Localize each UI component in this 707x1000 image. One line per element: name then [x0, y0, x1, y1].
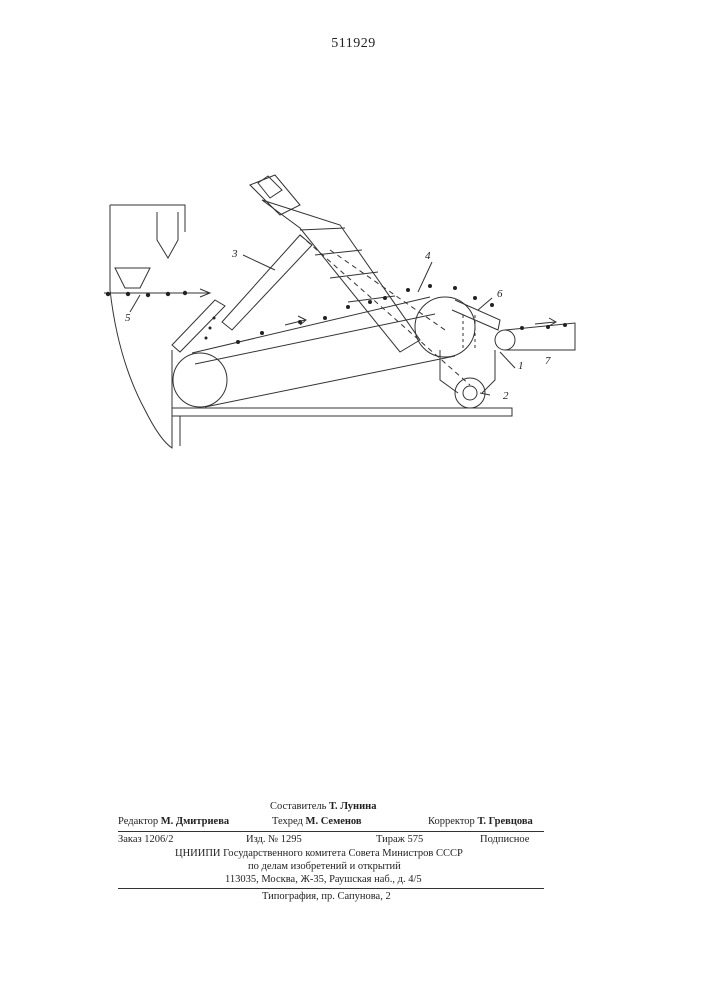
techred-name: М. Семенов [306, 816, 362, 827]
techred-label: Техред [272, 816, 303, 827]
compiler-line: Составитель Т. Лунина [270, 801, 376, 812]
editor-label: Редактор [118, 816, 158, 827]
corrector-label: Корректор [428, 816, 475, 827]
hopper-inner [157, 212, 178, 258]
label-5: 5 [125, 312, 131, 324]
belt-mid [195, 314, 435, 364]
hopper-outline [110, 205, 185, 448]
label-4: 4 [425, 250, 431, 262]
editor-line: Редактор М. Дмитриева [118, 816, 229, 827]
label-3: 3 [232, 248, 238, 260]
rule-top [118, 831, 544, 832]
label-7: 7 [545, 355, 551, 367]
output-belt [505, 323, 575, 350]
corrector-line: Корректор Т. Гревцова [428, 816, 533, 827]
subscription: Подписное [480, 834, 529, 845]
hopper-cone [115, 268, 150, 288]
techred-line: Техред М. Семенов [272, 816, 362, 827]
label-6: 6 [497, 288, 503, 300]
frame-base [172, 408, 512, 416]
compiler-name: Т. Лунина [329, 801, 376, 812]
rule-bottom [118, 888, 544, 889]
corrector-name: Т. Гревцова [477, 816, 532, 827]
org-line2: по делам изобретений и открытий [248, 861, 401, 872]
construction-line [300, 235, 470, 385]
org-line1: ЦНИИПИ Государственного комитета Совета … [175, 848, 463, 859]
compiler-label: Составитель [270, 801, 326, 812]
edition-number: Изд. № 1295 [246, 834, 302, 845]
label-1: 1 [518, 360, 524, 372]
address: 113035, Москва, Ж-35, Раушская наб., д. … [225, 874, 422, 885]
print-run: Тираж 575 [376, 834, 423, 845]
side-plate [172, 300, 225, 352]
drum-right [415, 297, 475, 357]
order-number: Заказ 1206/2 [118, 834, 173, 845]
printer: Типография, пр. Сапунова, 2 [262, 891, 391, 902]
drum-left [173, 353, 227, 407]
editor-name: М. Дмитриева [161, 816, 229, 827]
belt-lower [205, 356, 455, 407]
output-drum [495, 330, 515, 350]
screw-tube [262, 200, 420, 352]
label-2: 2 [503, 390, 509, 402]
